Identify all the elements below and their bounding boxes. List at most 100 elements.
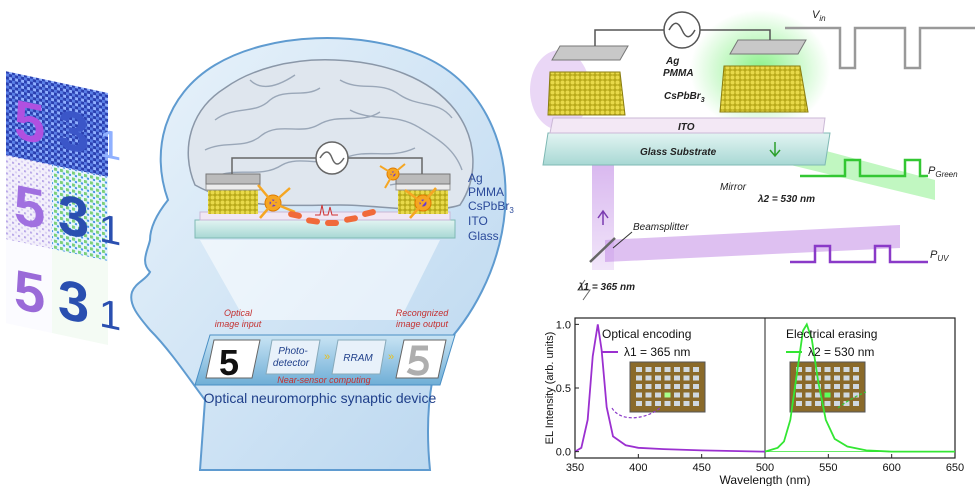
- flow-arrow-2-icon: »: [388, 351, 394, 363]
- optical-schematic: Glass Substrate ITO Ag PMMA CsPbBr3 Vin …: [530, 9, 975, 301]
- device-caption: Optical neuromorphic synaptic device: [204, 390, 437, 406]
- device-photo-pixel: [796, 384, 802, 389]
- y-tick-label: 1.0: [556, 319, 571, 331]
- x-tick-label: 450: [692, 462, 710, 474]
- device-photo-pixel: [853, 384, 859, 389]
- device-photo-pixel: [843, 401, 850, 406]
- device-photo-lit-pixel: [664, 392, 671, 398]
- legend-label-1: λ1 = 365 nm: [624, 345, 690, 359]
- rram-box: [331, 339, 387, 375]
- head-left-pmma: [205, 183, 261, 191]
- ag-label: Ag: [665, 56, 679, 67]
- device-photo-pixel: [843, 384, 850, 389]
- head-glass-layer: [194, 219, 456, 239]
- device-photo-pixel: [843, 392, 850, 398]
- uv-up-arrow-icon: [597, 209, 609, 225]
- device-photo-pixel: [683, 384, 690, 389]
- puv-label: PUV: [930, 249, 949, 263]
- device-photo-pixel: [796, 375, 802, 381]
- device-photo-pixel: [683, 375, 690, 381]
- schematic-wires: [594, 29, 771, 46]
- stack-label-ag: Ag: [468, 171, 483, 185]
- device-photo-pixel: [645, 401, 652, 406]
- mnist-digit-5: 3: [58, 182, 89, 251]
- device-photo-pixel: [693, 367, 699, 372]
- device-photo-lit-pixel: [824, 392, 831, 398]
- y-tick-label: 0.5: [556, 383, 571, 395]
- light-cone: [200, 240, 440, 320]
- head-wires: [231, 157, 423, 174]
- device-photo-pixel: [693, 384, 699, 389]
- pgreen-pulse-trace: [800, 158, 928, 178]
- device-photo-pixel: [834, 367, 840, 372]
- device-photo-pixel: [834, 375, 840, 381]
- x-tick-label: 400: [629, 462, 647, 474]
- device-photo-pixel: [843, 367, 850, 372]
- device-photo-pixel: [674, 375, 680, 381]
- device-photo-pixel: [655, 375, 661, 381]
- device-photo-pixel: [655, 384, 661, 389]
- device-photo-pixel: [853, 375, 859, 381]
- ito-layer: [549, 117, 826, 134]
- platform-base: [194, 334, 456, 386]
- device-photo-pixel: [834, 401, 840, 406]
- rram-label: RRAM: [343, 353, 373, 364]
- series-line-1: [574, 324, 766, 453]
- device-photo-pixel: [834, 384, 840, 389]
- mnist-cell-3: [98, 90, 108, 177]
- device-photo-pixel: [805, 375, 812, 381]
- device-photo-pixel: [683, 367, 690, 372]
- flow-arrow-1-icon: »: [324, 351, 330, 363]
- y-axis-label: EL Intensity (arb. units): [544, 332, 556, 445]
- x-tick-label: 600: [882, 462, 900, 474]
- cspbbr-label: CsPbBr3: [664, 91, 705, 104]
- input-card: [205, 339, 261, 379]
- device-photo-pixel: [693, 401, 699, 406]
- beamsplitter-label: Beamsplitter: [633, 222, 689, 233]
- neuron-right-icon: [404, 187, 437, 219]
- device-photo-pixel: [796, 367, 802, 372]
- device-photo-pixel: [815, 401, 821, 406]
- neuron-left-icon: [257, 184, 296, 219]
- device-photo-pixel: [693, 392, 699, 398]
- mnist-cell-1: [6, 71, 52, 166]
- pmma-label: PMMA: [663, 68, 694, 79]
- lambda1-label: λ1 = 365 nm: [577, 282, 635, 293]
- device-photo-pixel: [664, 384, 671, 389]
- right-ag-electrode: [729, 39, 807, 55]
- device-photo-pixel: [853, 392, 859, 398]
- device-photo-pixel: [853, 401, 859, 406]
- near-sensor-label: Near-sensor computing: [277, 375, 370, 385]
- device-photo-pixel: [824, 367, 831, 372]
- mnist-cell-5: [52, 165, 98, 259]
- uv-beam-horizontal: [605, 225, 900, 262]
- device-photo-pixel: [693, 375, 699, 381]
- device-photo-pixel: [824, 401, 831, 406]
- device-photo-pixel: [636, 392, 642, 398]
- device-photo-pixel: [834, 392, 840, 398]
- device-photo-pixel: [674, 401, 680, 406]
- device-photo-pixel: [805, 367, 812, 372]
- device-photo-pixel: [853, 367, 859, 372]
- erasing-dashed-arrow: [837, 391, 867, 409]
- right-crystal-film: [719, 65, 809, 113]
- mnist-grid: 5 3 5 3 5 3 1 1 1: [6, 71, 121, 345]
- x-axis-label: Wavelength (nm): [720, 473, 811, 486]
- mnist-cell-4: [6, 155, 52, 250]
- mnist-digit-4: 5: [14, 173, 45, 242]
- recognized-output-label-line1: Recongnized: [396, 308, 450, 318]
- device-photo-pixel: [683, 401, 690, 406]
- input-digit: 5: [219, 342, 239, 383]
- device-photo-pixel: [815, 384, 821, 389]
- device-photo-pixel: [655, 367, 661, 372]
- head-device: Ag PMMA CsPbBr3 ITO Glass: [194, 141, 514, 243]
- near-sensor-platform: Optical image input Recongnized image ou…: [194, 308, 456, 406]
- device-photo-pixel: [636, 384, 642, 389]
- photodetector-label-line2: detector: [273, 358, 310, 369]
- mnist-cell-2: [52, 81, 98, 175]
- stack-label-glass: Glass: [468, 229, 499, 243]
- head-ito-layer: [199, 211, 451, 221]
- device-photo-pixel: [645, 367, 652, 372]
- device-photo-pixel: [636, 401, 642, 406]
